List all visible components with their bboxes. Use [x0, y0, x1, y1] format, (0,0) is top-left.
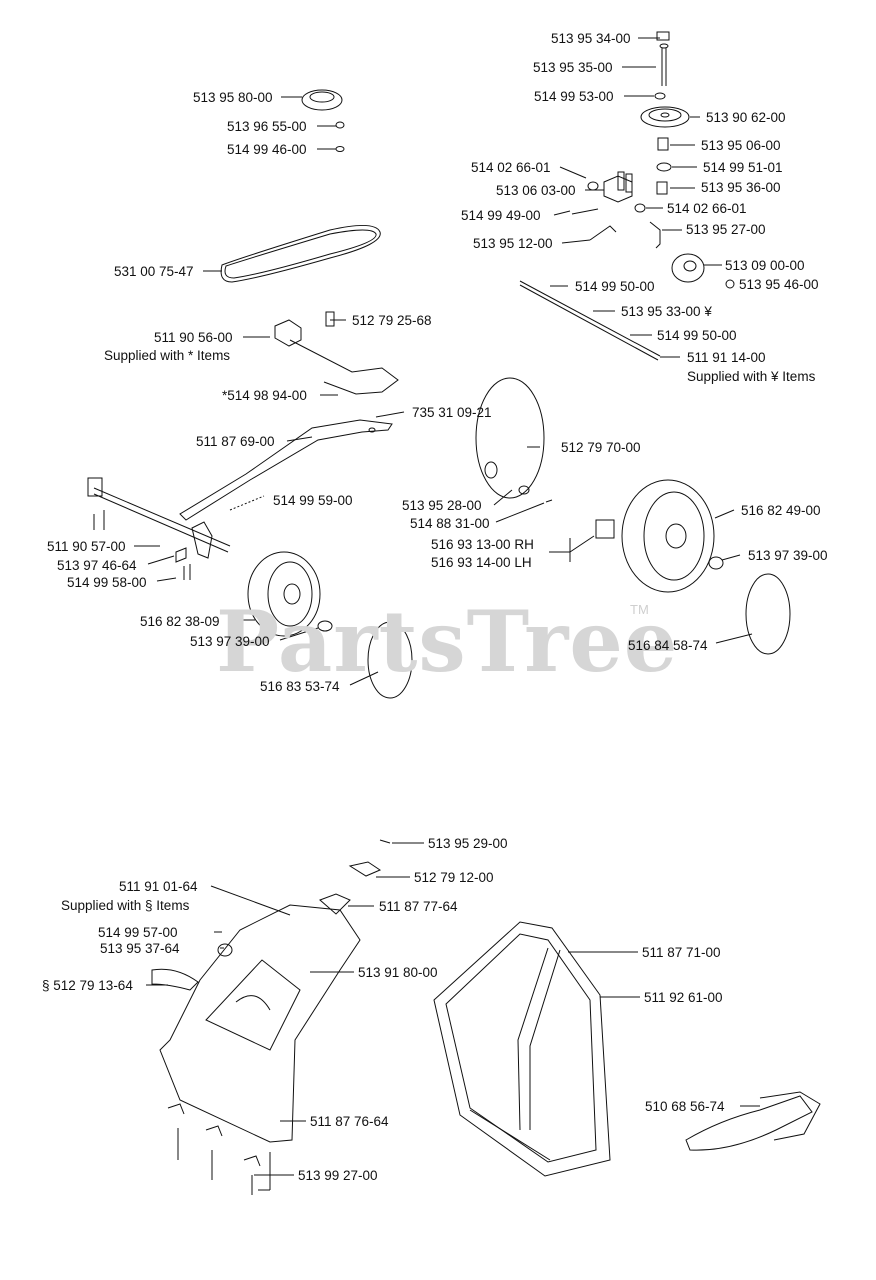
part-label[interactable]: 514 02 66-01	[667, 201, 747, 216]
trademark-mark: TM	[630, 602, 649, 617]
part-label[interactable]: 514 99 46-00	[227, 142, 307, 157]
part-label[interactable]: 514 99 59-00	[273, 493, 353, 508]
part-label[interactable]: 511 87 77-64	[379, 899, 458, 914]
part-label[interactable]: 513 95 80-00	[193, 90, 273, 105]
part-label[interactable]: 513 97 39-00	[748, 548, 828, 563]
part-note: Supplied with * Items	[104, 348, 231, 363]
part-label[interactable]: 516 84 58-74	[628, 638, 708, 653]
part-label[interactable]: 513 96 55-00	[227, 119, 307, 134]
part-label[interactable]: 514 99 58-00	[67, 575, 147, 590]
part-label[interactable]: 516 93 14-00 LH	[431, 555, 532, 570]
part-label[interactable]: 516 82 38-09	[140, 614, 220, 629]
part-label[interactable]: 735 31 09-21	[412, 405, 492, 420]
part-label[interactable]: 513 91 80-00	[358, 965, 438, 980]
part-label[interactable]: *514 98 94-00	[222, 388, 307, 403]
part-label[interactable]: 512 79 70-00	[561, 440, 641, 455]
part-label[interactable]: 513 95 12-00	[473, 236, 553, 251]
part-label[interactable]: 512 79 25-68	[352, 313, 432, 328]
part-label[interactable]: 513 95 06-00	[701, 138, 781, 153]
part-label[interactable]: § 512 79 13-64	[42, 978, 133, 993]
part-label[interactable]: 514 99 53-00	[534, 89, 614, 104]
part-label[interactable]: 511 92 61-00	[644, 990, 723, 1005]
part-label[interactable]: 514 99 51-01	[703, 160, 783, 175]
part-label[interactable]: 513 99 27-00	[298, 1168, 378, 1183]
part-label[interactable]: 516 83 53-74	[260, 679, 340, 694]
part-label[interactable]: 512 79 12-00	[414, 870, 494, 885]
part-label[interactable]: 513 95 27-00	[686, 222, 766, 237]
part-label[interactable]: 511 91 01-64	[119, 879, 198, 894]
part-label[interactable]: 511 91 14-00	[687, 350, 766, 365]
part-label[interactable]: 513 97 39-00	[190, 634, 270, 649]
part-label[interactable]: 513 95 36-00	[701, 180, 781, 195]
part-label[interactable]: 511 87 71-00	[642, 945, 721, 960]
part-label[interactable]: 511 87 69-00	[196, 434, 275, 449]
part-note: Supplied with ¥ Items	[687, 369, 816, 384]
part-label[interactable]: 513 06 03-00	[496, 183, 576, 198]
part-label[interactable]: 514 02 66-01	[471, 160, 551, 175]
part-label[interactable]: 511 90 57-00	[47, 539, 126, 554]
part-label[interactable]: 511 87 76-64	[310, 1114, 389, 1129]
part-label[interactable]: 513 95 37-64	[100, 941, 180, 956]
part-label[interactable]: 516 93 13-00 RH	[431, 537, 534, 552]
part-label[interactable]: 514 88 31-00	[410, 516, 490, 531]
part-label[interactable]: 513 90 62-00	[706, 110, 786, 125]
part-label[interactable]: 511 90 56-00	[154, 330, 233, 345]
watermark: PartsTree	[216, 592, 679, 691]
part-label[interactable]: 514 99 57-00	[98, 925, 178, 940]
part-label[interactable]: 513 09 00-00	[725, 258, 805, 273]
part-label[interactable]: 531 00 75-47	[114, 264, 194, 279]
part-label[interactable]: 513 95 28-00	[402, 498, 482, 513]
part-label[interactable]: 513 95 29-00	[428, 836, 508, 851]
part-label[interactable]: 513 97 46-64	[57, 558, 137, 573]
part-note: Supplied with § Items	[61, 898, 190, 913]
part-label[interactable]: 513 95 34-00	[551, 31, 631, 46]
part-label[interactable]: 513 95 35-00	[533, 60, 613, 75]
part-label[interactable]: 514 99 50-00	[575, 279, 655, 294]
part-label[interactable]: 514 99 50-00	[657, 328, 737, 343]
part-label[interactable]: 513 95 33-00 ¥	[621, 304, 712, 319]
part-label[interactable]: 514 99 49-00	[461, 208, 541, 223]
part-label[interactable]: 510 68 56-74	[645, 1099, 725, 1114]
part-label[interactable]: 516 82 49-00	[741, 503, 821, 518]
part-label[interactable]: 513 95 46-00	[739, 277, 819, 292]
